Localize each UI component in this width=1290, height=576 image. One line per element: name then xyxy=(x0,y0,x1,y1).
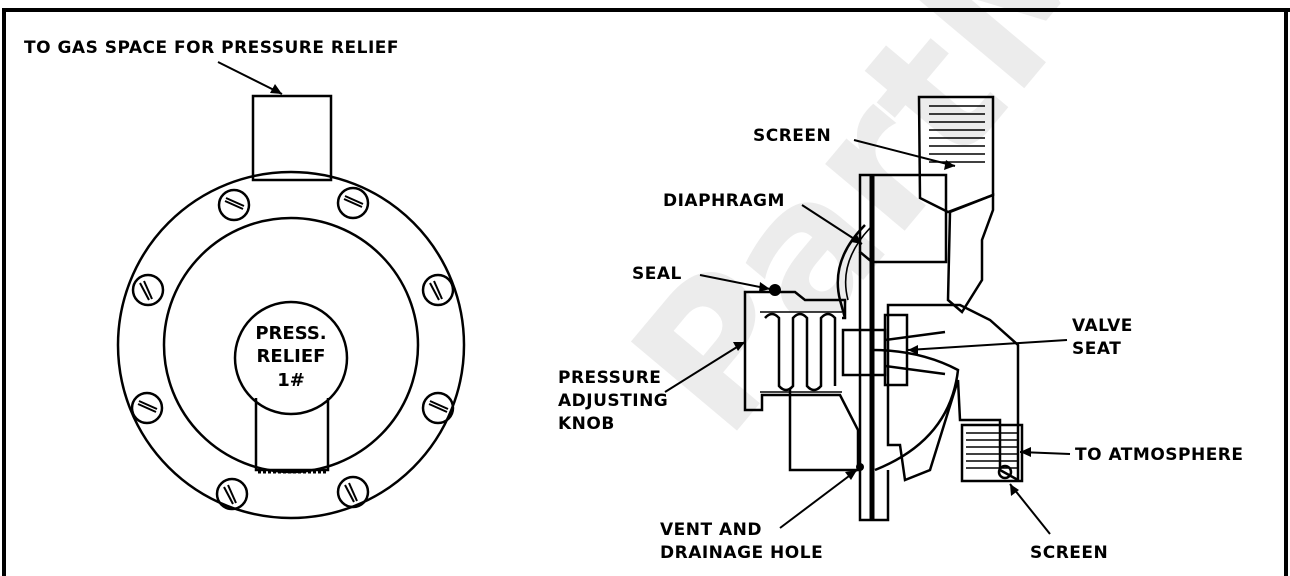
label-screen-bottom: SCREEN xyxy=(1030,543,1108,563)
seal-ring xyxy=(769,284,781,296)
leader-gas-space xyxy=(217,61,283,95)
label-gas-space: TO GAS SPACE FOR PRESSURE RELIEF xyxy=(24,38,399,58)
label-diaphragm: DIAPHRAGM xyxy=(663,191,785,211)
frame xyxy=(2,8,1290,576)
label-valve-seat-1: VALVE xyxy=(1072,316,1133,336)
valve-seat-block xyxy=(883,313,909,387)
section-view xyxy=(743,95,1024,522)
label-atmosphere: TO ATMOSPHERE xyxy=(1075,445,1244,465)
passage-wall xyxy=(946,193,995,314)
knob-text-line3: 1# xyxy=(277,370,305,391)
bottom-boss xyxy=(254,398,330,472)
knob-face xyxy=(233,300,349,416)
label-vent-2: DRAINAGE HOLE xyxy=(660,543,823,563)
front-view: PRESS. RELIEF 1# TO GAS SPACE FOR PRESSU… xyxy=(24,38,466,520)
outer-flange xyxy=(116,170,466,520)
lower-left-body xyxy=(788,393,860,472)
vent-hole xyxy=(856,463,864,471)
label-screen-top: SCREEN xyxy=(753,126,831,146)
watermark: PartManual xyxy=(591,0,1290,473)
inner-body xyxy=(162,216,420,474)
fitting-threads xyxy=(929,105,985,163)
callouts: SCREEN DIAPHRAGM SEAL VALVE SEAT PRESSUR… xyxy=(558,126,1244,563)
lower-body xyxy=(886,303,1020,483)
label-pressure-2: ADJUSTING xyxy=(558,391,668,411)
diaphragm-curve xyxy=(836,224,866,319)
label-pressure-3: KNOB xyxy=(558,414,615,434)
chamber-curve xyxy=(871,348,960,472)
spring xyxy=(760,311,842,393)
knob-text-line1: PRESS. xyxy=(255,323,326,344)
label-vent-1: VENT AND xyxy=(660,520,762,540)
label-valve-seat-2: SEAT xyxy=(1072,339,1121,359)
plug-threads xyxy=(966,432,1018,469)
label-seal: SEAL xyxy=(632,264,682,284)
knob-text-line2: RELIEF xyxy=(257,346,326,367)
label-pressure-1: PRESSURE xyxy=(558,368,661,388)
flange-bolts xyxy=(130,186,455,511)
inlet-pipe xyxy=(251,94,333,182)
